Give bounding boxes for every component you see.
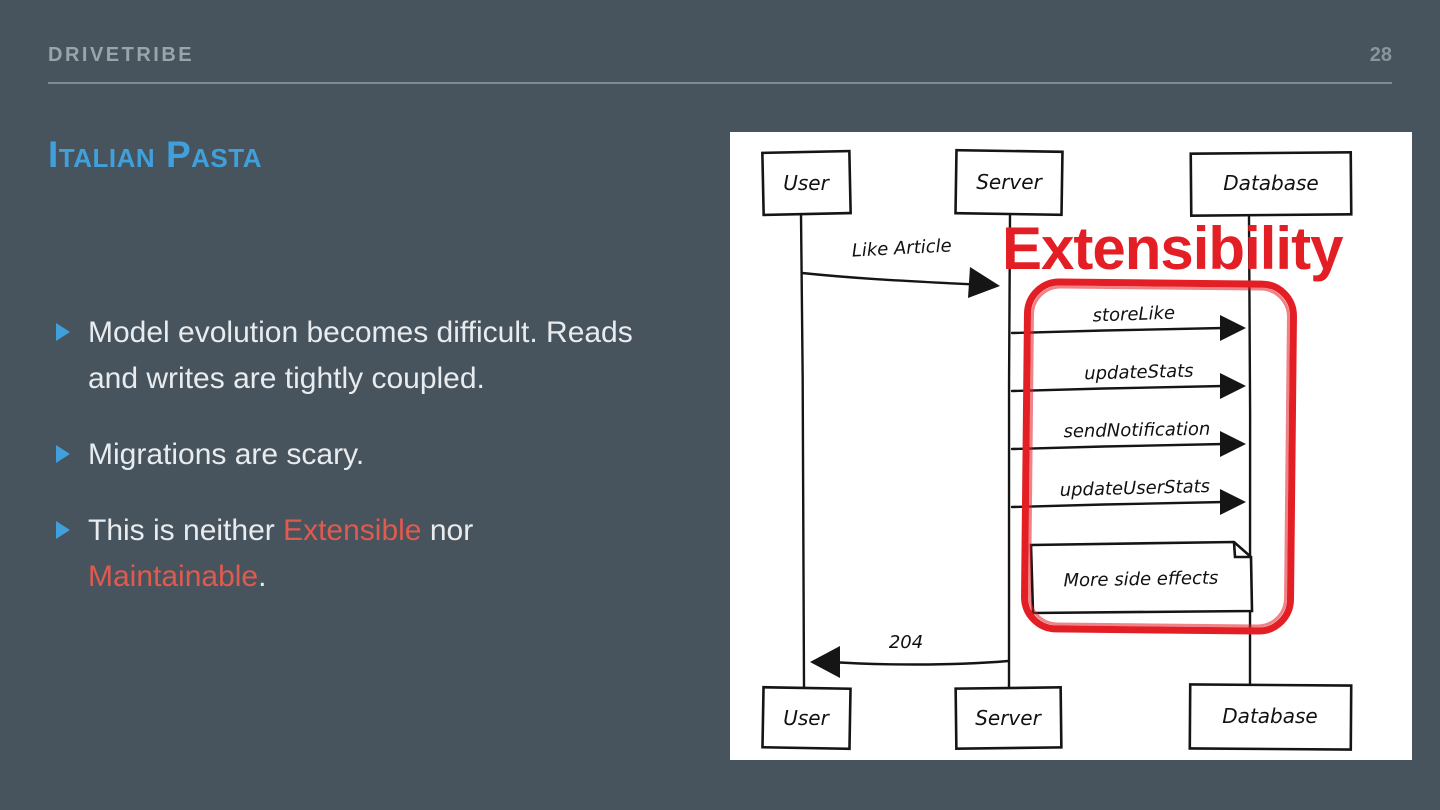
- message-label-updateuserstats: updateUserStats: [1059, 476, 1210, 501]
- note-box: [1029, 540, 1254, 615]
- slide-title: Italian Pasta: [48, 134, 262, 175]
- actor-box-database-top: [1189, 150, 1353, 218]
- bullet-triangle-icon: [56, 444, 70, 463]
- message-line-updateuserstats: [1010, 500, 1226, 509]
- arrowhead-icon: [1220, 315, 1246, 341]
- bullet-list: Model evolution becomes difficult. Reads…: [54, 310, 674, 629]
- bullet-triangle-icon: [56, 323, 70, 341]
- highlight-maintainable: Maintainable: [88, 559, 259, 593]
- bullet-item: Model evolution becomes difficult. Reads…: [54, 310, 674, 402]
- message-label-204: 204: [889, 632, 923, 653]
- actor-box-user-top: [761, 149, 852, 217]
- highlight-extensible: Extensible: [283, 513, 422, 547]
- sequence-diagram-panel: User Server Database User Server Databas…: [730, 132, 1412, 760]
- bullet-text-segment: This is neither: [88, 513, 284, 547]
- message-label-storelike: storeLike: [1092, 303, 1175, 327]
- arrowhead-icon: [1220, 431, 1246, 457]
- bullet-text-segment: .: [258, 559, 267, 593]
- extensibility-annotation: Extensibility: [1002, 215, 1343, 282]
- actor-box-database-bottom: [1188, 683, 1353, 751]
- bullet-text: Model evolution becomes difficult. Reads…: [88, 316, 633, 395]
- message-line-204: [828, 659, 1010, 666]
- actor-box-server-top: [954, 148, 1064, 217]
- note-box-fold: [1232, 541, 1251, 559]
- red-highlight-box-inner: [1028, 285, 1290, 628]
- message-label-updatestats: updateStats: [1084, 361, 1194, 385]
- actor-label-server-top: Server: [976, 170, 1043, 194]
- bullet-item: This is neither Extensible nor Maintaina…: [54, 508, 674, 600]
- page-number: 28: [1369, 44, 1392, 66]
- arrowhead-icon: [1220, 489, 1246, 515]
- lifeline-server: [1007, 213, 1012, 690]
- message-line-like-article: [800, 271, 984, 287]
- header-divider: [48, 82, 1392, 84]
- arrowhead-icon: [968, 267, 1000, 298]
- actor-box-user-bottom: [761, 685, 852, 751]
- red-highlight-box: [1021, 278, 1297, 635]
- actor-label-user-top: User: [783, 171, 830, 195]
- arrowhead-icon: [1220, 373, 1246, 399]
- brand-text: DRIVETRIBE: [48, 44, 195, 66]
- bullet-item: Migrations are scary.: [54, 432, 674, 478]
- bullet-text-segment: nor: [421, 513, 474, 547]
- actor-label-database-bottom: Database: [1222, 704, 1317, 728]
- message-line-sendnotification: [1010, 442, 1226, 451]
- actor-label-server-bottom: Server: [975, 706, 1042, 730]
- bullet-triangle-icon: [56, 520, 70, 539]
- sequence-diagram: User Server Database User Server Databas…: [761, 148, 1353, 751]
- message-label-like-article: Like Article: [851, 235, 952, 261]
- actor-label-user-bottom: User: [783, 706, 830, 730]
- bullet-text: This is neither Extensible nor Maintaina…: [88, 508, 648, 600]
- actor-box-server-bottom: [954, 686, 1063, 750]
- arrowhead-icon: [810, 646, 840, 678]
- actor-label-database-top: Database: [1223, 171, 1318, 195]
- bullet-text: Migrations are scary.: [88, 437, 365, 471]
- message-label-sendnotification: sendNotification: [1063, 419, 1210, 443]
- message-line-updatestats: [1010, 384, 1226, 393]
- note-label: More side effects: [1063, 568, 1218, 592]
- lifeline-user: [799, 212, 806, 690]
- message-line-storelike: [1010, 326, 1226, 335]
